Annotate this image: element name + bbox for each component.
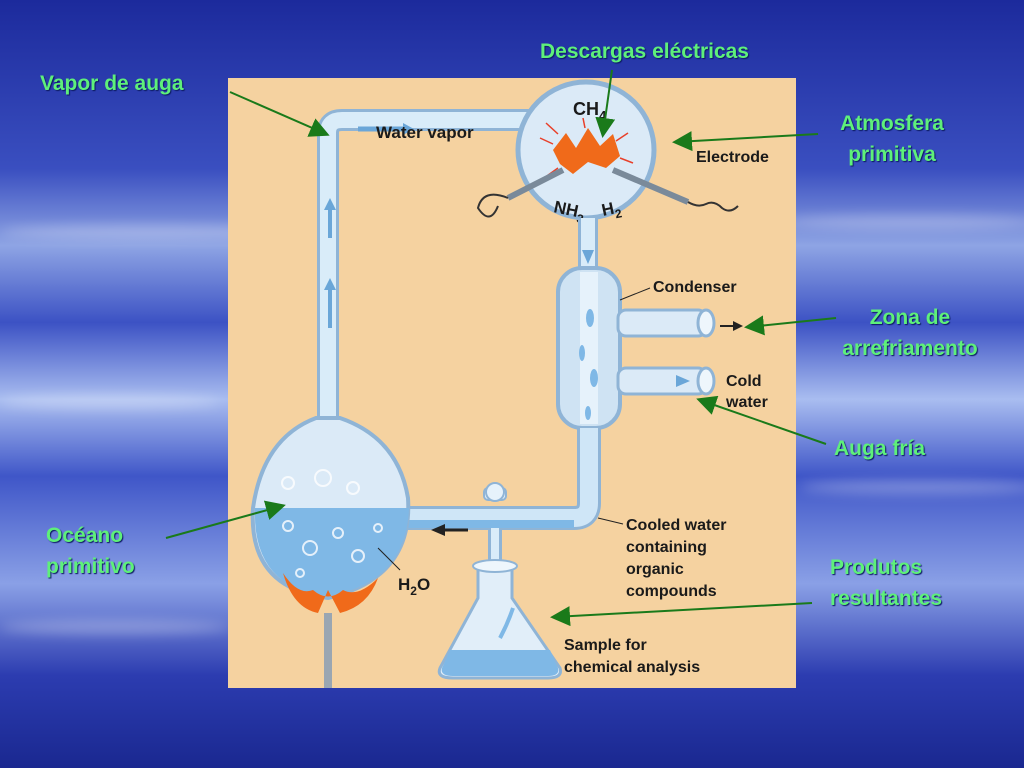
up-arrow bbox=[324, 198, 336, 210]
sample-line2: chemical analysis bbox=[564, 659, 700, 676]
wire-coil bbox=[476, 193, 509, 218]
spark-icon bbox=[553, 128, 620, 174]
arrow-descargas bbox=[595, 69, 616, 138]
electrode-left bbox=[506, 167, 565, 201]
bg-streak bbox=[0, 395, 220, 409]
outflow-arrow bbox=[733, 321, 743, 331]
bg-streak bbox=[780, 215, 1024, 229]
stopcock bbox=[485, 482, 505, 502]
burner-stand bbox=[324, 613, 332, 688]
arrow-produtos bbox=[550, 602, 813, 627]
h2o-text: H2O bbox=[398, 575, 430, 598]
label-auga-fria: Auga fría bbox=[834, 437, 926, 460]
svg-text:CH4: CH4 bbox=[573, 99, 607, 123]
electrode-text: Electrode bbox=[696, 149, 769, 166]
up-arrow bbox=[324, 278, 336, 290]
cooled-water-line4: compounds bbox=[626, 583, 717, 600]
arrow-auga-fria bbox=[696, 395, 827, 445]
bg-streak bbox=[0, 620, 230, 634]
condenser-text: Condenser bbox=[653, 279, 737, 296]
water-text: water bbox=[725, 394, 768, 411]
bg-streak bbox=[0, 225, 300, 239]
ocean-water bbox=[254, 508, 409, 596]
label-descargas: Descargas eléctricas bbox=[540, 40, 749, 63]
arrow-zona bbox=[744, 315, 837, 336]
electrode-right bbox=[611, 167, 690, 205]
return-arrow bbox=[431, 524, 445, 536]
cooled-water-line1: Cooled water bbox=[626, 517, 726, 534]
wire-coil bbox=[687, 201, 739, 212]
cooled-water-line3: organic bbox=[626, 561, 684, 578]
sample-line1: Sample for bbox=[564, 637, 647, 654]
down-arrow bbox=[582, 250, 594, 264]
arrow-atmosfera bbox=[672, 131, 819, 152]
arrow-vapor bbox=[229, 91, 330, 137]
flame-icon bbox=[283, 573, 378, 613]
arrow-oceano bbox=[165, 500, 286, 539]
label-vapor-auga: Vapor de auga bbox=[40, 72, 184, 95]
water-vapor-text: Water vapor bbox=[376, 123, 474, 142]
cold-text: Cold bbox=[726, 373, 762, 390]
bg-streak bbox=[800, 480, 1024, 494]
cooled-water-line2: containing bbox=[626, 539, 707, 556]
svg-text:H2: H2 bbox=[600, 197, 624, 224]
